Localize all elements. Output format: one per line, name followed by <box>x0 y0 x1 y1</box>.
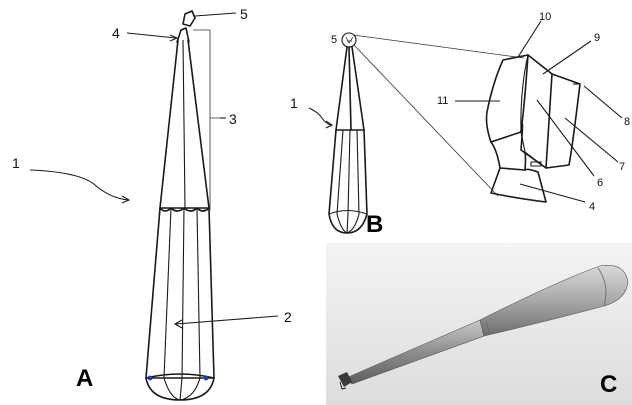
b-leader-10 <box>517 20 542 58</box>
a-handle-facets <box>163 207 201 379</box>
panel-c-render: C <box>326 243 632 405</box>
a-label-4: 4 <box>112 25 120 41</box>
a-label-1: 1 <box>12 155 20 171</box>
b-part-6 <box>520 54 553 169</box>
c-handle <box>479 265 629 337</box>
b-leader-4 <box>519 183 586 203</box>
a-label-2: 2 <box>284 309 292 325</box>
a-marker-left <box>147 375 153 381</box>
panel-b-drawing: 1 5 10 9 11 8 7 6 4 B <box>290 11 630 238</box>
a-leader-2 <box>175 315 279 325</box>
a-shaft-outline <box>159 39 210 209</box>
b-leader-8 <box>583 85 623 119</box>
a-handle-outline <box>145 207 215 401</box>
a-leader-4 <box>126 32 177 39</box>
b-projection-bottom <box>353 44 499 197</box>
b-part-11 <box>485 54 529 143</box>
a-tip-5 <box>182 10 196 27</box>
b-label-8: 8 <box>624 116 630 128</box>
a-label-5: 5 <box>240 6 248 22</box>
b-projection-top <box>352 34 525 59</box>
b-leader-7 <box>564 117 619 163</box>
b-part-11-edge <box>520 54 529 133</box>
b-arrow-1 <box>325 120 334 129</box>
b-label-1: 1 <box>290 95 298 111</box>
a-bracket-3 <box>193 29 220 211</box>
b-leader-1 <box>308 107 332 126</box>
b-part-neck-notch <box>530 161 542 167</box>
b-label-6: 6 <box>597 177 603 189</box>
b-label-4: 4 <box>589 201 595 213</box>
a-leader-5 <box>194 12 237 17</box>
a-tip-4 <box>176 27 190 43</box>
b-tip-sketch <box>345 36 354 44</box>
b-leader-6 <box>536 99 595 177</box>
c-tip-hook <box>339 381 347 390</box>
a-arrow-4 <box>169 34 179 42</box>
a-marker-right <box>203 375 209 381</box>
b-shaft-outline <box>335 46 365 131</box>
b-part-4 <box>490 167 547 203</box>
b-part-7 <box>545 73 581 169</box>
b-part-neck <box>490 141 527 171</box>
panel-a-label: A <box>76 365 93 392</box>
b-handle-facets <box>328 129 368 215</box>
a-label-3: 3 <box>229 111 237 127</box>
b-handle-dome <box>336 213 360 234</box>
panel-a-drawing: 1 2 3 4 5 A <box>12 6 292 401</box>
a-leader-1 <box>29 169 129 201</box>
a-arrow-2 <box>173 319 183 329</box>
c-handle-seam <box>597 267 607 307</box>
c-tip <box>338 372 352 387</box>
a-handle-dome <box>163 377 201 401</box>
c-collar-seam <box>485 321 491 335</box>
b-label-10: 10 <box>539 11 551 23</box>
b-label-7: 7 <box>619 161 625 173</box>
a-shaft-center <box>182 39 186 209</box>
b-label-11: 11 <box>437 95 448 107</box>
b-label-9: 9 <box>594 32 600 44</box>
b-leader-9 <box>542 40 592 75</box>
panel-b-label: B <box>366 211 383 238</box>
panel-c-label: C <box>600 371 617 398</box>
a-arrow-1 <box>121 195 131 204</box>
b-label-5: 5 <box>331 34 337 46</box>
